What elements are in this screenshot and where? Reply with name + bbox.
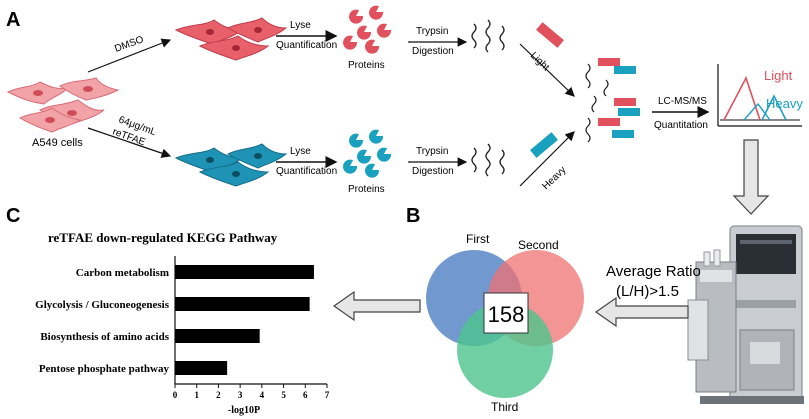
trypsin-label-top: Trypsin bbox=[416, 26, 448, 37]
panel-label-c: C bbox=[6, 205, 20, 227]
branch-arrow-drug bbox=[87, 127, 172, 158]
ms-spectrum bbox=[717, 64, 802, 127]
panel-label-b: B bbox=[406, 205, 420, 227]
peptides-control bbox=[471, 19, 505, 53]
proteins-control bbox=[343, 5, 392, 54]
x-tick-label-5: 5 bbox=[281, 390, 286, 400]
x-tick-label-7: 7 bbox=[325, 390, 330, 400]
proteins-label-top: Proteins bbox=[348, 60, 385, 71]
x-tick-label-6: 6 bbox=[303, 390, 308, 400]
digestion-label-bottom: Digestion bbox=[412, 166, 454, 177]
control-cells bbox=[174, 17, 288, 61]
heavy-label-text: Heavy bbox=[540, 165, 568, 193]
bar-2 bbox=[175, 297, 310, 311]
lcms-label: LC-MS/MS bbox=[658, 96, 707, 107]
bar-4 bbox=[175, 361, 228, 375]
venn-set-third bbox=[457, 302, 553, 398]
quantitation-label: Quantitation bbox=[654, 120, 708, 131]
lyse-label-bottom: Lyse bbox=[290, 146, 311, 157]
light-label-arrow bbox=[519, 43, 575, 97]
peptides-treated bbox=[471, 143, 505, 177]
x-tick-label-3: 3 bbox=[238, 390, 243, 400]
digestion-label-top: Digestion bbox=[412, 46, 454, 57]
spectrum-heavy-label: Heavy bbox=[766, 96, 803, 111]
trypsin-label-bottom: Trypsin bbox=[416, 146, 448, 157]
ratio-arrow bbox=[594, 296, 689, 328]
venn-to-chart-arrow bbox=[332, 290, 421, 322]
quantification-label-top: Quantification bbox=[276, 40, 337, 51]
category-label-4: Pentose phosphate pathway bbox=[39, 363, 170, 375]
panel-label-a: A bbox=[6, 9, 20, 31]
heavy-label-arrow bbox=[519, 131, 575, 187]
bar-1 bbox=[175, 265, 314, 279]
x-tick-label-0: 0 bbox=[173, 390, 178, 400]
chart-title: reTFAE down-regulated KEGG Pathway bbox=[48, 230, 278, 245]
heavy-tag bbox=[530, 132, 558, 158]
venn-overlap-box bbox=[483, 292, 529, 334]
x-tick-label-1: 1 bbox=[194, 390, 199, 400]
branch-arrow-control bbox=[87, 38, 172, 73]
category-label-2: Glycolysis / Gluconeogenesis bbox=[35, 299, 170, 311]
cell-line-label: A549 cells bbox=[32, 137, 83, 149]
ratio-label-line1: Average Ratio bbox=[606, 263, 701, 280]
category-label-3: Biosynthesis of amino acids bbox=[40, 331, 169, 343]
chart-x-axis-label: -log10P bbox=[228, 405, 260, 416]
x-tick-label-2: 2 bbox=[216, 390, 221, 400]
proteins-label-bottom: Proteins bbox=[348, 184, 385, 195]
down-arrow bbox=[732, 139, 770, 215]
bar-3 bbox=[175, 329, 260, 343]
venn-label-second: Second bbox=[518, 238, 559, 252]
x-tick-label-4: 4 bbox=[260, 390, 265, 400]
venn-diagram bbox=[426, 250, 584, 398]
mixed-peptides bbox=[585, 58, 640, 143]
ratio-label-line2: (L/H)>1.5 bbox=[616, 283, 679, 300]
light-label-text: Light bbox=[528, 50, 551, 73]
category-label-1: Carbon metabolism bbox=[76, 267, 169, 279]
mass-spectrometer-image bbox=[687, 225, 804, 404]
light-tag bbox=[536, 22, 564, 48]
quantification-label-bottom: Quantification bbox=[276, 166, 337, 177]
venn-label-third: Third bbox=[491, 400, 518, 414]
lyse-label-top: Lyse bbox=[290, 20, 311, 31]
a549-cell-cluster bbox=[6, 77, 120, 133]
spectrum-light-label: Light bbox=[764, 68, 793, 83]
proteins-treated bbox=[343, 129, 392, 178]
treated-cells bbox=[174, 143, 288, 187]
venn-label-first: First bbox=[466, 232, 490, 246]
venn-overlap-count: 158 bbox=[488, 302, 525, 327]
